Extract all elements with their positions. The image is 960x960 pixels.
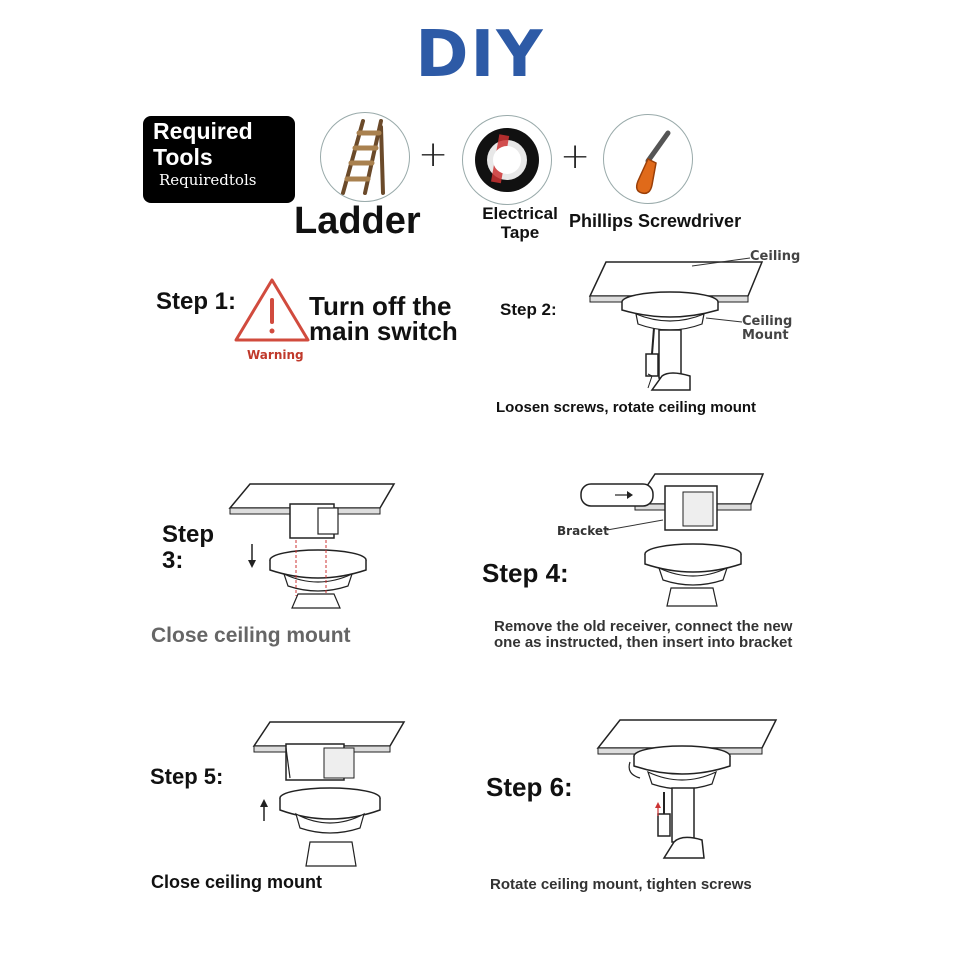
required-tools-title: Required Tools <box>153 118 253 170</box>
step-5-label: Step 5: <box>150 764 224 789</box>
step-6-diagram <box>596 719 778 859</box>
step-1-text: Turn off the main switch <box>309 291 458 346</box>
step-4-diagram <box>580 473 765 607</box>
arrow-down-icon <box>248 544 256 568</box>
plus-sign: + <box>418 134 449 175</box>
warning-icon <box>234 278 310 342</box>
tool-label-screwdriver: Phillips Screwdriver <box>569 211 742 231</box>
step-5-diagram <box>252 721 406 867</box>
step-6-label: Step 6: <box>486 772 573 802</box>
plus-sign: + <box>560 136 591 177</box>
required-tools-subtitle: Requiredtols <box>159 171 257 189</box>
step-6-caption: Rotate ceiling mount, tighten screws <box>490 876 752 893</box>
step-3-caption: Close ceiling mount <box>151 624 351 647</box>
step-5-caption: Close ceiling mount <box>151 872 323 892</box>
step-3-label: Step 3: <box>162 521 215 574</box>
callout-bracket: Bracket <box>557 524 609 538</box>
step-4-label: Step 4: <box>482 558 569 588</box>
required-tools-badge: Required Tools Requiredtols <box>143 116 295 203</box>
page-title: DIY <box>415 18 545 92</box>
callout-ceiling-mount: Ceiling Mount <box>742 314 793 343</box>
tape-icon <box>462 115 552 205</box>
screwdriver-icon <box>603 114 693 204</box>
tool-label-ladder: Ladder <box>294 200 421 242</box>
step-2-caption: Loosen screws, rotate ceiling mount <box>496 399 757 416</box>
warning-label: Warning <box>247 348 304 362</box>
tool-label-tape: Electrical Tape <box>482 204 558 242</box>
step-2-diagram <box>588 257 764 391</box>
step-2-label: Step 2: <box>500 300 557 319</box>
arrow-up-icon <box>260 799 268 821</box>
step-4-caption: Remove the old receiver, connect the new… <box>494 618 793 651</box>
step-1-label: Step 1: <box>156 288 237 315</box>
step-3-diagram <box>228 483 396 609</box>
ladder-icon <box>320 112 410 202</box>
callout-ceiling: Ceiling <box>750 249 801 264</box>
